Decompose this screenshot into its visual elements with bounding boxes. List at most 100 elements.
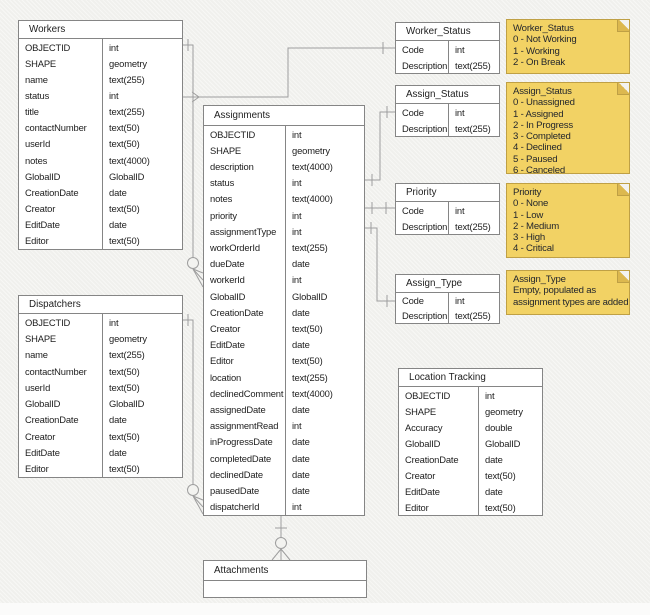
field-name: CreationDate — [19, 411, 103, 429]
field-type: int — [109, 316, 119, 328]
field-name: priority — [204, 207, 286, 224]
field-type: text(4000) — [292, 161, 333, 172]
note-line: 1 - Low — [513, 209, 544, 221]
note-line: 4 - Critical — [513, 243, 554, 255]
folded-corner-icon — [617, 20, 629, 32]
cardinality-many-crowfoot — [192, 268, 204, 288]
field-type: int — [292, 274, 302, 286]
field-type: date — [485, 453, 503, 465]
field-name: GlobalID — [19, 168, 103, 185]
folded-corner-icon — [617, 184, 629, 196]
note-line: 1 - Working — [513, 45, 560, 57]
edge-assignments-assign-status[interactable] — [365, 106, 395, 186]
field-row: completedDate date — [204, 450, 364, 467]
edge-dispatchers-assignments[interactable] — [183, 314, 204, 515]
note-line: 3 - Completed — [513, 131, 571, 143]
field-type: int — [292, 420, 302, 432]
field-type: text(50) — [109, 122, 140, 134]
field-type — [366, 581, 372, 597]
field-name: Creator — [19, 200, 103, 217]
table-title: Location Tracking — [399, 369, 542, 387]
field-type: text(255) — [292, 371, 328, 383]
edge-workers-worker-status[interactable] — [183, 42, 395, 103]
field-type: text(255) — [455, 220, 491, 232]
field-type: text(255) — [455, 310, 491, 321]
field-name: Description — [396, 120, 449, 136]
field-name: Editor — [399, 499, 479, 515]
field-name: Code — [396, 293, 449, 308]
field-name: userId — [19, 135, 103, 152]
field-type: text(255) — [455, 122, 491, 134]
edge-assignments-assign-type[interactable] — [365, 222, 395, 307]
field-name: status — [19, 87, 103, 104]
field-name: EditDate — [204, 336, 286, 353]
field-name: assignedDate — [204, 401, 286, 418]
field-type: text(50) — [109, 138, 140, 150]
field-name — [204, 581, 366, 597]
field-type: date — [485, 485, 503, 497]
table-attachments[interactable]: Attachments — [203, 560, 367, 598]
field-name: contactNumber — [19, 362, 103, 380]
field-name: Code — [396, 202, 449, 218]
field-type: date — [292, 339, 310, 351]
field-row: EditDate date — [204, 336, 364, 353]
canvas-edge — [0, 603, 650, 615]
arrow-icon — [191, 91, 200, 103]
edge-workers-assignments[interactable] — [183, 39, 204, 288]
note-line: Priority — [513, 187, 542, 198]
edge-line — [365, 111, 395, 181]
table-title: Assignments — [204, 106, 364, 126]
field-type: double — [485, 421, 513, 433]
field-type: int — [455, 106, 465, 118]
field-type: GlobalID — [485, 437, 521, 449]
field-name: description — [204, 158, 286, 175]
field-name: completedDate — [204, 450, 286, 467]
table-title: Priority — [396, 184, 499, 202]
edge-assignments-attachments[interactable] — [271, 516, 291, 561]
note-line: 0 - Unassigned — [513, 97, 575, 109]
field-name: notes — [204, 190, 286, 208]
note-line: 0 - Not Working — [513, 34, 577, 46]
field-type: date — [292, 306, 310, 318]
field-type: date — [292, 436, 310, 448]
edge-assignments-priority[interactable] — [365, 202, 395, 214]
table-title: Worker_Status — [396, 23, 499, 41]
field-row: userId text(50) — [19, 135, 182, 152]
field-name: Editor — [204, 352, 286, 370]
field-type: date — [292, 452, 310, 464]
note-line: 5 - Paused — [513, 153, 558, 165]
